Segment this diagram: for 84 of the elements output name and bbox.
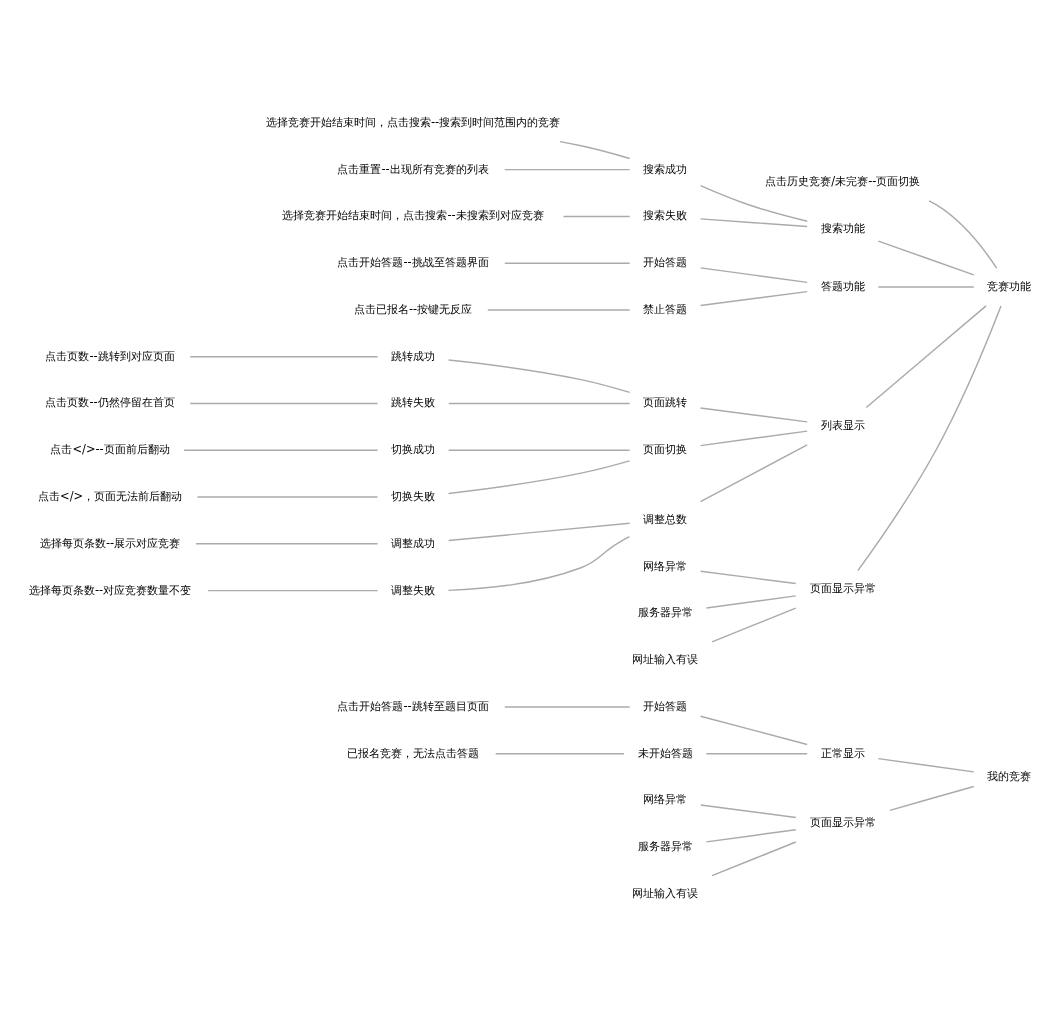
node-text: 页面显示异常 — [809, 814, 876, 829]
node-text: 选择竞赛开始结束时间，点击搜索--未搜索到对应竞赛 — [282, 207, 544, 222]
node-text: 竞赛功能 — [987, 278, 1032, 293]
connector — [504, 705, 631, 708]
node-text: 点击</>，页面无法前后翻动 — [38, 488, 183, 503]
connector — [865, 304, 987, 408]
connector — [705, 594, 797, 609]
node-text: 答题功能 — [820, 278, 865, 293]
node-text: 跳转失败 — [391, 394, 436, 409]
connector — [447, 522, 631, 541]
connector — [447, 402, 631, 404]
node-text: 搜索功能 — [820, 220, 865, 235]
connector — [699, 569, 797, 584]
connector — [699, 803, 797, 818]
node-text: 未开始答题 — [637, 745, 693, 760]
node-text: 列表显示 — [820, 417, 865, 432]
node-text: 搜索成功 — [643, 161, 688, 176]
node-text: 选择每页条数--展示对应竞赛 — [40, 535, 181, 550]
connector — [857, 304, 1002, 571]
connector — [504, 168, 631, 170]
connector — [207, 589, 379, 591]
node-text: 调整失败 — [391, 582, 436, 597]
connector — [699, 290, 808, 306]
connector — [183, 449, 379, 451]
connector — [196, 495, 379, 498]
node-text: 跳转成功 — [391, 348, 436, 363]
node-text: 点击历史竞赛/未完赛--页面切换 — [765, 173, 921, 188]
node-text: 切换成功 — [391, 441, 436, 456]
node-text: 选择竞赛开始结束时间，点击搜索--搜索到时间范围内的竞赛 — [266, 114, 561, 129]
node-text: 搜索失败 — [643, 207, 688, 222]
connector — [189, 355, 379, 357]
node-text: 服务器异常 — [637, 838, 693, 853]
node-text: 点击</>--页面前后翻动 — [50, 441, 170, 456]
connector — [447, 459, 631, 494]
node-text: 点击开始答题--挑战至答题界面 — [337, 254, 489, 269]
connector — [195, 542, 379, 545]
node-text: 网址输入有误 — [632, 651, 699, 666]
connector — [562, 215, 631, 217]
node-text: 网络异常 — [643, 558, 688, 573]
connector — [699, 714, 808, 745]
node-text: 切换失败 — [391, 488, 436, 503]
connector — [559, 140, 631, 159]
connector — [699, 217, 808, 227]
node-text: 已报名竞赛，无法点击答题 — [347, 745, 480, 760]
node-text: 点击页数--跳转到对应页面 — [45, 348, 175, 363]
connector — [705, 828, 797, 843]
node-text: 调整成功 — [391, 535, 436, 550]
connector — [928, 199, 998, 269]
node-text: 选择每页条数--对应竞赛数量不变 — [29, 582, 192, 597]
node-text: 禁止答题 — [643, 301, 688, 316]
connector — [877, 285, 975, 288]
node-text: 网络异常 — [643, 791, 688, 806]
connector — [189, 402, 379, 404]
connector — [487, 308, 631, 311]
node-text: 点击开始答题--跳转至题目页面 — [337, 698, 489, 713]
node-text: 网址输入有误 — [632, 885, 699, 900]
connector — [711, 840, 797, 876]
connector — [877, 757, 975, 773]
connector — [504, 261, 631, 264]
node-text: 调整总数 — [643, 511, 688, 526]
connector — [699, 266, 808, 283]
node-text: 开始答题 — [643, 254, 688, 269]
node-text: 开始答题 — [643, 698, 688, 713]
connector — [705, 752, 808, 755]
node-text: 点击重置--出现所有竞赛的列表 — [337, 161, 489, 176]
connector — [447, 535, 631, 591]
connector — [711, 606, 797, 643]
connector — [494, 752, 625, 755]
connector — [699, 443, 808, 502]
connector — [447, 449, 631, 451]
connector — [699, 184, 808, 222]
node-text: 页面跳转 — [643, 394, 688, 409]
connector — [447, 358, 631, 393]
node-text: 服务器异常 — [637, 604, 693, 619]
node-text: 页面显示异常 — [809, 580, 876, 595]
node-text: 正常显示 — [820, 745, 865, 760]
connector — [889, 785, 975, 811]
node-text: 点击已报名--按键无反应 — [354, 301, 473, 316]
node-text: 页面切换 — [643, 441, 688, 456]
node-text: 我的竞赛 — [987, 768, 1032, 783]
connector — [699, 429, 808, 446]
connector — [877, 239, 975, 276]
node-text: 点击页数--仍然停留在首页 — [45, 394, 175, 409]
connector — [699, 406, 808, 423]
